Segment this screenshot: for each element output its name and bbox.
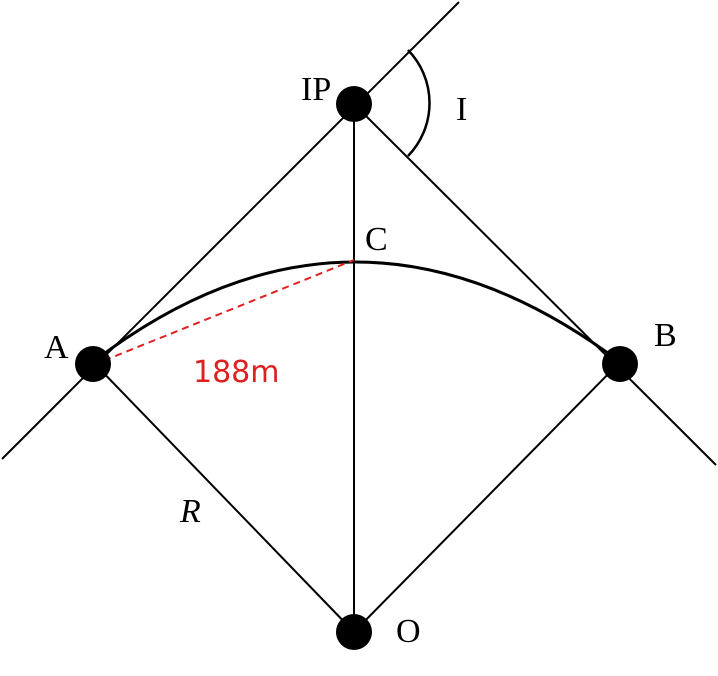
chord-a-c: [92, 259, 355, 366]
radius-line-a-o: [92, 361, 355, 633]
point-b: [602, 346, 638, 382]
point-ip: [336, 86, 372, 122]
tangent-line-ip-b: [353, 103, 717, 466]
label-angle-i: I: [456, 91, 467, 128]
point-a: [75, 346, 111, 382]
label-o: O: [396, 613, 421, 650]
label-ip: IP: [301, 71, 331, 108]
chord-length-label: 188m: [193, 355, 279, 390]
label-b: B: [654, 317, 677, 354]
circular-curve-arc: [92, 260, 621, 364]
label-radius-r: R: [179, 493, 201, 530]
point-o: [336, 614, 372, 650]
tangent-line-a-ip: [1, 1, 460, 460]
deflection-angle-arc: [407, 49, 431, 157]
label-c: C: [365, 221, 388, 258]
label-a: A: [44, 329, 69, 366]
radius-line-b-o: [353, 361, 621, 633]
